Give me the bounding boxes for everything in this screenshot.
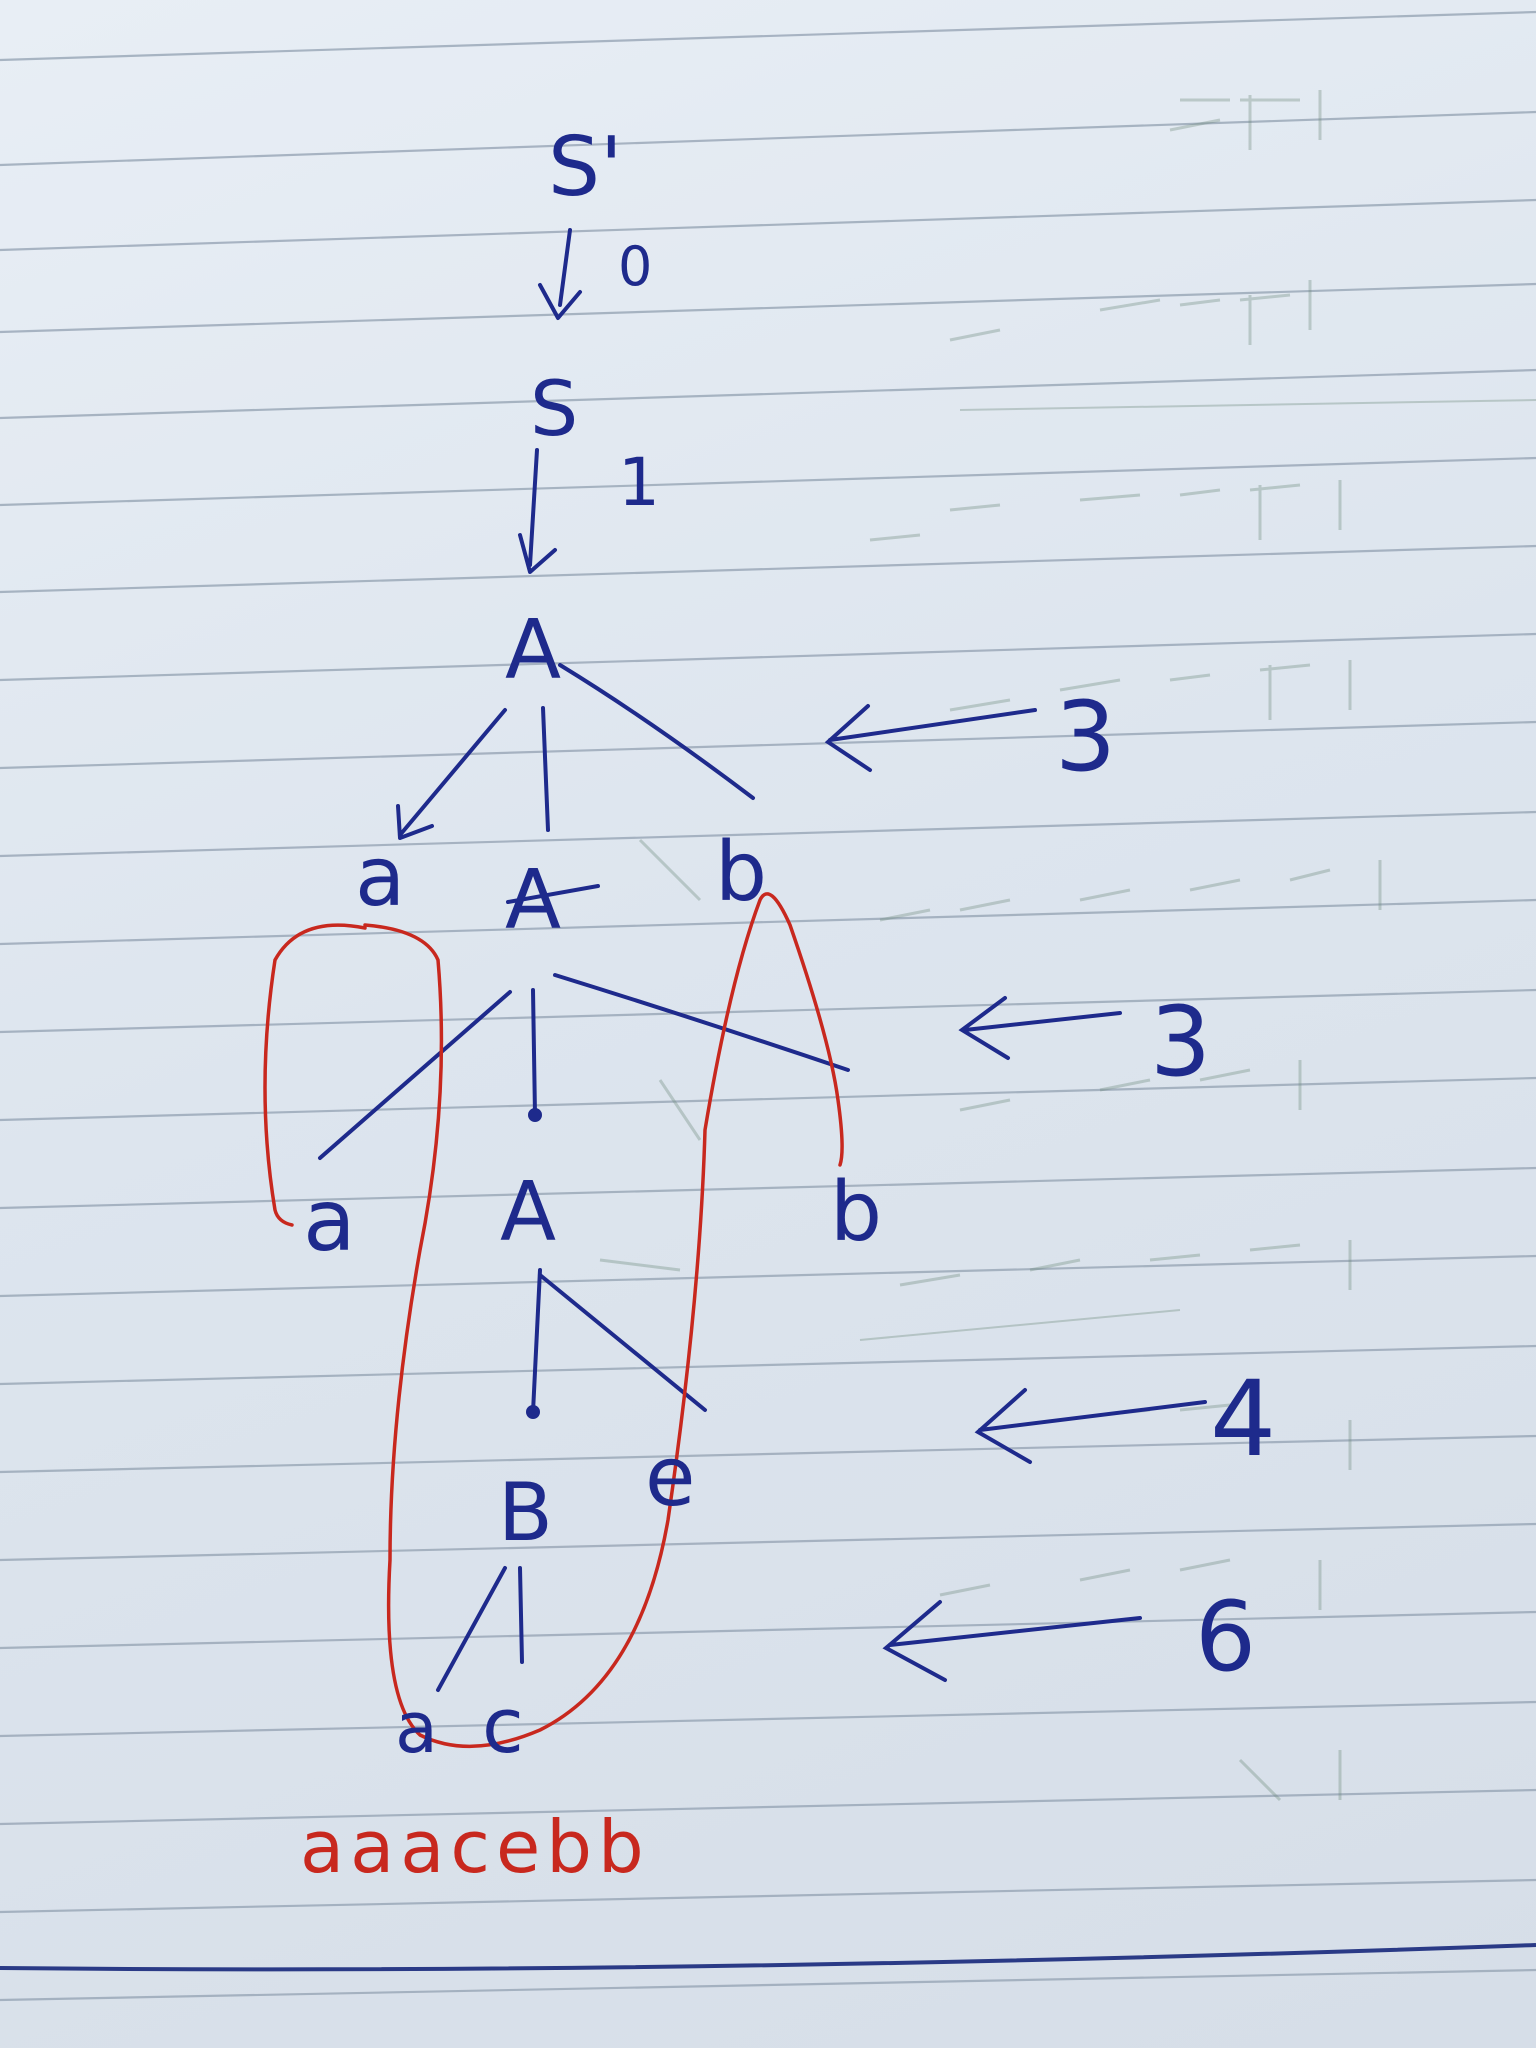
reduction-arrow-4: [888, 1616, 1142, 1647]
node-s: S: [530, 364, 578, 453]
reduction-labels: 3 3 4 6: [1055, 681, 1276, 1693]
bottom-margin-line: [0, 1943, 1536, 1972]
edge-b-leaf-a3: [436, 1566, 507, 1692]
node-leaf-e: e: [645, 1430, 695, 1525]
tree-node-labels: S' 0 S 1 A a A b a A b B e a c: [303, 120, 882, 1770]
tree-edges: [318, 228, 850, 1692]
reduction-label-1: 3: [1055, 681, 1116, 793]
reduction-arrow-2: [963, 1011, 1122, 1032]
reduction-arrow-3: [978, 1400, 1207, 1432]
handle-loop-main: [363, 892, 844, 1749]
strike-on-a2: [506, 884, 600, 904]
edge-a1-leaf-a1: [398, 708, 507, 837]
node-leaf-a3: a: [395, 1687, 438, 1769]
node-leaf-a2: a: [303, 1171, 356, 1271]
node-a1: A: [505, 603, 561, 698]
reduction-arrows: [824, 704, 1207, 1682]
edge-label-0: 0: [618, 235, 652, 298]
edge-b-leaf-c: [518, 1566, 524, 1664]
reduction-arrow-1: [828, 708, 1037, 742]
node-leaf-b1: b: [715, 825, 767, 920]
reduction-label-3: 4: [1210, 1358, 1276, 1480]
edge-s-a: [528, 448, 539, 567]
edge-a2-leaf-b2: [553, 973, 850, 1072]
node-a2: A: [505, 853, 561, 948]
handle-loop-left: [263, 923, 367, 1227]
edge-sprime-s: [558, 228, 572, 307]
arrowhead-s-a: [518, 533, 557, 574]
edge-a2-leaf-a2: [318, 990, 512, 1160]
arrowhead-a1-leaf-a1: [396, 804, 434, 840]
ruled-lines: [0, 10, 1536, 2002]
edge-label-1: 1: [618, 444, 660, 521]
edge-a3-leaf-e: [538, 1273, 707, 1412]
node-b: B: [498, 1466, 553, 1559]
bleed-through-marks: [599, 90, 1536, 1802]
red-handle-loops: [263, 892, 844, 1749]
edge-a1-leaf-b1: [558, 663, 755, 800]
node-leaf-c: c: [482, 1681, 524, 1770]
edge-a1-a2: [541, 706, 550, 832]
edge-a2-a3: [531, 988, 537, 1117]
node-leaf-b2: b: [830, 1165, 882, 1260]
node-a3: A: [500, 1165, 556, 1260]
input-string: aaacebb: [300, 1805, 650, 1889]
reduction-label-2: 3: [1150, 986, 1211, 1098]
node-leaf-a1: a: [355, 830, 405, 925]
node-s-prime: S': [548, 120, 623, 215]
reduction-label-4: 6: [1195, 1581, 1256, 1693]
arrowhead-sprime-s: [538, 283, 582, 320]
edge-a3-b: [531, 1268, 542, 1414]
